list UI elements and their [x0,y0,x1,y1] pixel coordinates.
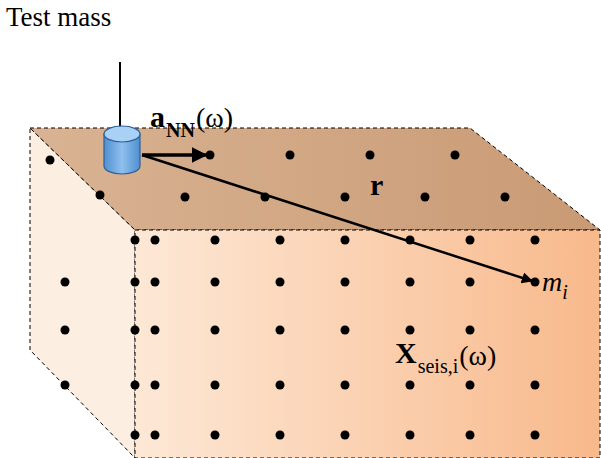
mass-element-dot [531,236,540,245]
mass-element-dot [276,431,285,440]
mass-element-dot [531,381,540,390]
mass-element-dot [276,278,285,287]
mass-element-dot [531,278,540,287]
argument: (ω) [196,104,233,132]
subscript: NN [166,120,195,140]
mass-element-dot [151,278,160,287]
mass-element-dot [466,278,475,287]
mass-element-dot [96,191,105,200]
subscript: i [562,282,568,302]
mass-element-dot [406,381,415,390]
mass-element-dot [501,193,510,202]
mass-element-dot [466,431,475,440]
mass-element-dot [531,431,540,440]
mass-element-dot [46,156,55,165]
argument: (ω) [459,342,496,370]
mass-element-dot [211,236,220,245]
mass-element-dot [341,193,350,202]
mass-element-dot [276,236,285,245]
vector-symbol: r [370,170,383,200]
mass-element-dot [276,326,285,335]
mass-element-dot [406,431,415,440]
mass-element-dot [406,278,415,287]
mass-element-dot [341,326,350,335]
mass-element-dot [466,381,475,390]
mass-element-dot [61,381,70,390]
subscript: seis,i [418,356,459,376]
mass-element-dot [151,381,160,390]
vector-symbol: X [395,338,417,368]
mass-element-dot [131,431,140,440]
mass-element-dot [341,236,350,245]
title-label: Test mass [6,4,111,31]
acceleration-arrow [142,153,206,157]
mass-element-dot [341,278,350,287]
mass-element-dot [151,431,160,440]
mass-element-dot [181,193,190,202]
mass-element-grid [46,151,540,440]
mass-element-dot [131,381,140,390]
mass-element-dot [421,193,430,202]
suspension-wire [119,62,121,132]
mass-element-dot [466,236,475,245]
separation-vector [142,155,532,281]
mass-element-dot [131,326,140,335]
mass-element-dot [341,431,350,440]
mass-element-dot [151,236,160,245]
mass-element-dot [341,381,350,390]
mass-element-dot [211,431,220,440]
mass-element-dot [131,278,140,287]
mass-element-dot [366,151,375,160]
mass-element-dot [131,236,140,245]
mass-element-dot [531,326,540,335]
mass-element-dot [211,326,220,335]
mass-element-dot [406,326,415,335]
mass-element-dot [466,326,475,335]
mass-element-dot [61,278,70,287]
mass-element-dot [276,381,285,390]
mass-element-dot [451,151,460,160]
front-face [135,230,600,458]
variable-symbol: m [542,268,562,296]
top-face [30,128,600,230]
test-mass-cylinder [104,126,140,174]
vector-symbol: a [150,102,165,132]
mass-element-dot [151,326,160,335]
mass-element-dot [286,151,295,160]
mass-element-dot [206,151,215,160]
mass-element-dot [211,278,220,287]
mass-element-dot [211,381,220,390]
mass-element-dot [61,326,70,335]
